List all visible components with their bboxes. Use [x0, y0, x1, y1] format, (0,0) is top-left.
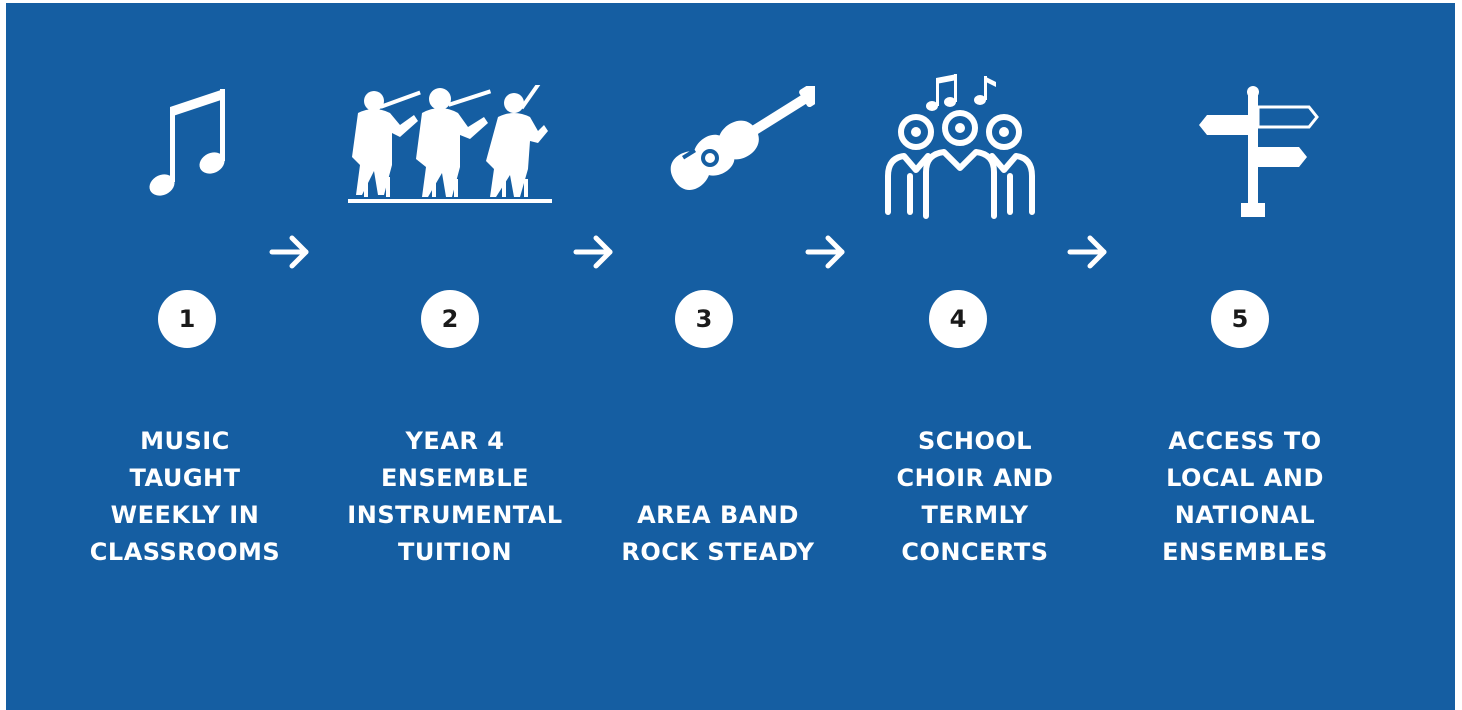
step-label-line: ROCK STEADY	[621, 538, 815, 566]
step-label-line: CHOIR AND	[896, 464, 1054, 492]
music-note-icon	[149, 89, 225, 196]
step-label-line: SCHOOL	[917, 427, 1033, 455]
step-number-1: 1	[158, 290, 216, 348]
step-label-line: AREA BAND	[637, 501, 799, 529]
step-label-line: INSTRUMENTAL	[347, 501, 563, 529]
guitar-icon	[670, 86, 815, 191]
step-number-4: 4	[929, 290, 987, 348]
step-label-line: ACCESS TO	[1168, 427, 1322, 455]
arrow-right-icon	[269, 235, 309, 269]
step-number-3: 3	[675, 290, 733, 348]
arrow-right-icon	[805, 235, 845, 269]
signpost-icon	[1199, 86, 1319, 217]
step-label-line: CONCERTS	[901, 538, 1049, 566]
arrow-right-icon	[573, 235, 613, 269]
step-label-3: AREA BAND ROCK STEADY	[588, 497, 848, 571]
step-label-1: MUSIC TAUGHT WEEKLY IN CLASSROOMS	[55, 423, 315, 571]
step-label-line: TERMLY	[921, 501, 1029, 529]
step-label-line: CLASSROOMS	[89, 538, 281, 566]
step-label-line: YEAR 4	[405, 427, 505, 455]
step-label-line: ENSEMBLE	[380, 464, 530, 492]
step-label-line: NATIONAL	[1174, 501, 1316, 529]
step-label-5: ACCESS TO LOCAL AND NATIONAL ENSEMBLES	[1115, 423, 1375, 571]
step-label-line: WEEKLY IN	[110, 501, 260, 529]
step-label-4: SCHOOL CHOIR AND TERMLY CONCERTS	[845, 423, 1105, 571]
step-label-line: TAUGHT	[129, 464, 241, 492]
step-label-line: MUSIC	[140, 427, 230, 455]
step-label-line: LOCAL AND	[1166, 464, 1324, 492]
step-label-2: YEAR 4 ENSEMBLE INSTRUMENTAL TUITION	[325, 423, 585, 571]
step-label-line: TUITION	[397, 538, 513, 566]
step-number-2: 2	[421, 290, 479, 348]
step-label-line: ENSEMBLES	[1162, 538, 1328, 566]
string-ensemble-icon	[348, 85, 552, 203]
choir-icon	[885, 74, 1035, 219]
step-number-5: 5	[1211, 290, 1269, 348]
arrow-right-icon	[1067, 235, 1107, 269]
